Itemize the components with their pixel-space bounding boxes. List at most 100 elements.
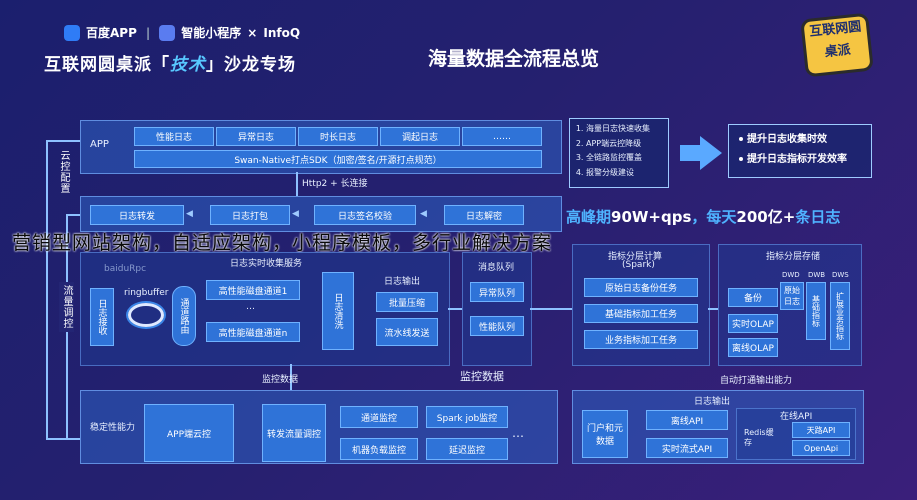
cloud-control-label: 云控配置 <box>58 150 69 194</box>
biz-metric-task: 业务指标加工任务 <box>584 330 698 349</box>
page-title: 海量数据全流程总览 <box>428 48 600 70</box>
mini-program-logo-icon <box>159 24 176 41</box>
redis-cache-label: Redis缓存 <box>744 428 774 447</box>
goal-item: 全链路监控覆盖 <box>586 151 668 166</box>
log-clean-box: 日志清洗 <box>322 272 354 350</box>
offline-olap-box: 离线OLAP <box>728 338 778 357</box>
perf-log-box: 性能日志 <box>134 127 214 146</box>
raw-log-store: 原始日志 <box>780 282 804 310</box>
collect-title: 日志实时收集服务 <box>230 259 303 269</box>
peak-post: 条日志 <box>795 208 841 226</box>
app-label: APP <box>90 139 109 150</box>
watermark-text: 营销型网站架构，自适应架构，小程序模板，多行业解决方案 <box>12 232 553 254</box>
raw-log-backup-task: 原始日志备份任务 <box>584 278 698 297</box>
peak-mid: ，每天 <box>691 208 737 226</box>
channel-ellipsis: … <box>246 302 255 312</box>
brand-bar: 百度APP | 智能小程序 × InfoQ <box>64 24 300 41</box>
feedback-line-left <box>46 140 48 440</box>
log-sign-check-box: 日志签名校验 <box>314 205 416 225</box>
subtitle-pre: 互联网圆桌派「 <box>44 55 170 75</box>
flow-control-label: 流量调控 <box>59 282 74 332</box>
http-line <box>296 172 298 196</box>
ringbuffer-label: ringbuffer <box>124 288 169 298</box>
basic-metric-task: 基础指标加工任务 <box>584 304 698 323</box>
monitor-line <box>290 364 292 390</box>
subtitle-post: 」沙龙专场 <box>206 55 296 75</box>
event-subtitle: 互联网圆桌派「技术」沙龙专场 <box>44 50 296 75</box>
flow-arrow-storage <box>708 308 718 310</box>
log-receive-box: 日志接收 <box>90 288 114 346</box>
goal-item: 报警分级建设 <box>586 166 668 181</box>
sdk-box: Swan-Native打点SDK（加密/签名/开源打点规范） <box>134 150 542 168</box>
tianlu-api-box: 天路API <box>792 422 850 438</box>
feedback-line-top <box>46 140 80 142</box>
brand-infoq: InfoQ <box>263 25 301 40</box>
realtime-olap-box: 实时OLAP <box>728 314 778 333</box>
app-cloud-control-box: APP端云控 <box>144 404 234 462</box>
queue-panel <box>462 252 532 366</box>
biz-metric-store: 扩展业务指标 <box>830 282 850 350</box>
layer-dwd: DWD <box>782 271 800 279</box>
compute-subtitle: (Spark) <box>622 260 655 270</box>
layer-dwb: DWB <box>808 271 826 279</box>
brand-x: × <box>247 25 258 40</box>
duration-log-box: 时长日志 <box>298 127 378 146</box>
batch-compress-box: 批量压缩 <box>376 292 438 312</box>
more-log-box: …… <box>462 127 542 146</box>
benefits-box: 提升日志收集时效 提升日志指标开发效率 <box>728 124 872 178</box>
error-queue-box: 异常队列 <box>470 282 524 302</box>
peak-pre: 高峰期 <box>566 208 612 226</box>
monitor-data-label: 监控数据 <box>262 375 299 385</box>
queue-title: 消息队列 <box>478 263 515 273</box>
portal-metadata-box: 门户和元数据 <box>582 410 628 458</box>
realtime-api-box: 实时流式API <box>646 438 728 458</box>
flow-line-top <box>66 214 80 216</box>
arrow-left-icon: ◀ <box>186 209 193 219</box>
log-decrypt-box: 日志解密 <box>444 205 524 225</box>
flow-arrow-compute <box>530 308 572 310</box>
peak-count: 200亿+ <box>736 208 796 226</box>
log-pack-box: 日志打包 <box>210 205 290 225</box>
basic-metric-store: 基础指标 <box>806 282 826 340</box>
latency-monitor-box: 延迟监控 <box>426 438 508 460</box>
ringbuffer-icon <box>128 303 164 327</box>
layer-dws: DWS <box>832 271 849 279</box>
online-api-title: 在线API <box>780 412 813 422</box>
compute-title: 指标分层计算 <box>608 252 663 262</box>
brand-mini: 智能小程序 <box>181 26 242 40</box>
invoke-log-box: 调起日志 <box>380 127 460 146</box>
goal-arrow-shaft <box>680 145 702 161</box>
log-output-title: 日志输出 <box>384 277 421 287</box>
http-label: Http2 + 长连接 <box>302 179 368 189</box>
goals-box: 海量日志快速收集 APP端云控降级 全链路监控覆盖 报警分级建设 <box>569 118 669 188</box>
arrow-left-icon: ◀ <box>292 209 299 219</box>
offline-api-box: 离线API <box>646 410 728 430</box>
subtitle-tech: 技术 <box>170 55 206 75</box>
auto-output-label: 自动打通输出能力 <box>720 376 793 386</box>
peak-qps: 90W+qps <box>611 208 692 226</box>
storage-title: 指标分层存储 <box>766 252 821 262</box>
log-forward-box: 日志转发 <box>90 205 184 225</box>
monitor-more: … <box>512 426 524 440</box>
pipeline-send-box: 流水线发送 <box>376 318 438 346</box>
stability-label: 稳定性能力 <box>90 423 136 433</box>
baidu-logo-icon <box>64 24 80 41</box>
spark-job-monitor-box: Spark job监控 <box>426 406 508 428</box>
monitor-data-label-2: 监控数据 <box>460 370 504 383</box>
error-log-box: 异常日志 <box>216 127 296 146</box>
feedback-line-bottom <box>46 438 80 440</box>
machine-load-monitor-box: 机器负载监控 <box>340 438 418 460</box>
roundtable-logo: 互联网圆桌派 <box>800 12 874 78</box>
benefit-item-2: 提升日志指标开发效率 <box>729 145 871 165</box>
channel-route-box: 通道路由 <box>172 286 196 346</box>
disk-channel-n-box: 高性能磁盘通道n <box>206 322 300 342</box>
disk-channel-1-box: 高性能磁盘通道1 <box>206 280 300 300</box>
channel-monitor-box: 通道监控 <box>340 406 418 428</box>
backup-box: 备份 <box>728 288 778 307</box>
openapi-box: OpenApi <box>792 440 850 456</box>
goal-item: 海量日志快速收集 <box>586 122 668 137</box>
goal-item: APP端云控降级 <box>586 137 668 152</box>
perf-queue-box: 性能队列 <box>470 316 524 336</box>
peak-traffic-headline: 高峰期90W+qps，每天200亿+条日志 <box>566 206 840 227</box>
forward-flow-control-box: 转发流量调控 <box>262 404 326 462</box>
